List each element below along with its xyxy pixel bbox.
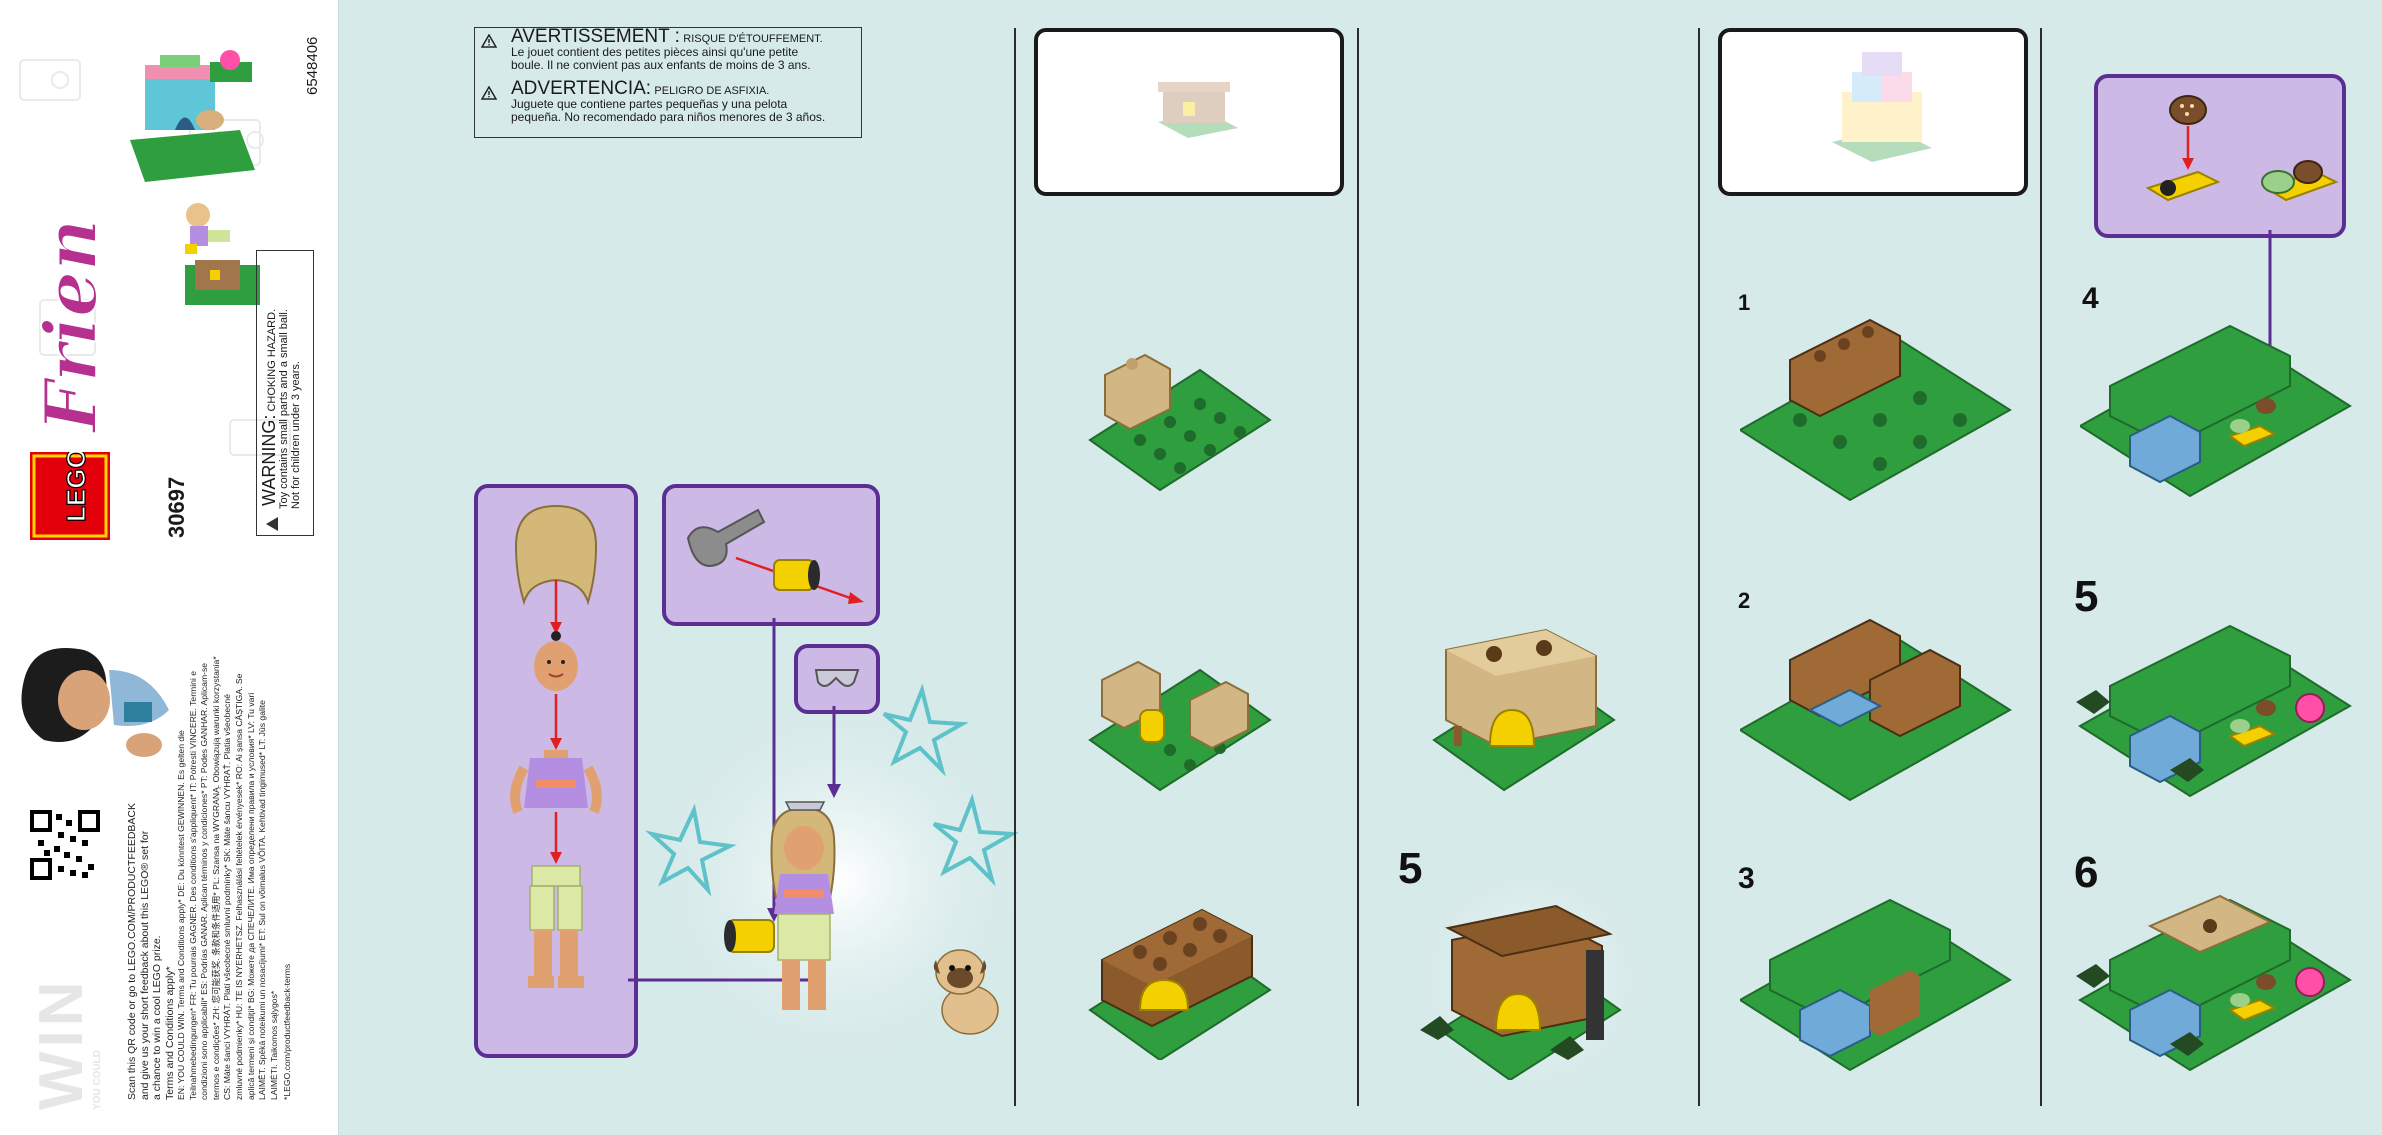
step-number-partial: 3 — [1738, 862, 1755, 895]
set-box-art — [90, 20, 270, 320]
warning-es-hazard: PELIGRO DE ASFIXIA. — [654, 85, 770, 97]
legal-line: zmluvné podmienky* HU: TE IS NYERHETSZ. … — [233, 673, 244, 1100]
warning-en-title: WARNING: — [259, 414, 279, 506]
overview-box-bench — [1034, 28, 1344, 196]
promo-win: WIN — [27, 977, 96, 1110]
character-illustration — [14, 640, 184, 770]
warning-triangle-icon — [481, 86, 497, 100]
purple-arrow-icon — [827, 706, 841, 798]
panel-divider — [2040, 28, 2042, 1106]
warning-en-line2: Not for children under 3 years. — [290, 361, 303, 509]
promo-scan-line4: Terms and Conditions apply* — [163, 966, 176, 1100]
warning-en-box: WARNING: CHOKING HAZARD. Toy contains sm… — [256, 250, 314, 536]
step-number-partial: 1 — [1738, 290, 1751, 315]
friends-logo: Friends — [30, 218, 110, 438]
warning-fr-line2: boule. Il ne convient pas aux enfants de… — [511, 58, 811, 72]
build-step-c2 — [1740, 618, 2012, 802]
warning-triangle-icon — [266, 517, 279, 531]
step-number-partial: 4 — [2082, 282, 2099, 315]
build-step-1 — [1088, 353, 1272, 492]
legal-line: CS: Máte šanci VYHRÁT. Platí všeobecné s… — [222, 694, 233, 1100]
build-step-3 — [1088, 908, 1272, 1060]
step-number-partial: 5 — [1398, 844, 1423, 893]
teal-star-icon — [932, 793, 1019, 887]
legal-line: condizioni sono applicabili* ES: Podrías… — [199, 662, 210, 1100]
sunglasses-callout — [794, 644, 880, 714]
friends-logo-text: Friends — [30, 218, 110, 434]
yarn-ball — [2295, 967, 2325, 997]
accessory-callout — [662, 484, 880, 626]
step-number-partial: 2 — [1738, 588, 1751, 613]
warning-es-line2: pequeña. No recomendado para niños menor… — [511, 110, 826, 124]
legal-line: termos e condições* ZH: 您可能获奖. 条款和条件适用* … — [210, 656, 221, 1100]
build-step-6 — [2076, 894, 2352, 1072]
lego-logo: LEGO — [30, 452, 110, 540]
legal-line: EN: YOU COULD WIN. Terms and Conditions … — [176, 730, 186, 1100]
warning-fr-title: AVERTISSEMENT : — [511, 26, 680, 47]
legal-line: LAIMĖTI. Taikomos sąlygos* — [268, 990, 279, 1100]
warning-fr-hazard: RISQUE D'ÉTOUFFEMENT. — [683, 33, 823, 45]
panel-divider — [1698, 28, 1700, 1106]
build-step-4a — [1432, 628, 1616, 792]
promo-you-could: YOU COULD — [92, 1050, 103, 1110]
qr-code-icon[interactable] — [30, 810, 100, 880]
warning-es-line1: Juguete que contiene partes pequeñas y u… — [511, 97, 788, 111]
figure-glow — [645, 683, 1020, 1070]
warning-es-title: ADVERTENCIA: — [511, 78, 652, 99]
panel-divider — [1357, 28, 1359, 1106]
build-step-d4 — [2080, 324, 2352, 498]
panel-divider — [1014, 28, 1016, 1106]
build-step-c3 — [1740, 898, 2012, 1072]
build-step-5 — [2076, 624, 2352, 798]
set-number: 30697 — [164, 476, 189, 538]
promo-scan-line3: a chance to win a cool LEGO prize. — [151, 935, 163, 1100]
overview-box-doghouse — [1718, 28, 2028, 196]
promo-legal-text: EN: YOU COULD WIN. Terms and Conditions … — [176, 656, 294, 1100]
legal-footnote: *LEGO.com/productfeedback-terms — [282, 963, 293, 1100]
minifig-parts-callout — [474, 484, 638, 1058]
warning-fr-es-box: AVERTISSEMENT : RISQUE D'ÉTOUFFEMENT. Le… — [474, 27, 862, 138]
promo-scan-line2: and give us your short feedback about th… — [138, 830, 151, 1100]
build-step-4b — [1410, 880, 1650, 1080]
step-number: 6 — [2074, 848, 2099, 897]
left-flap: Friends LEGO 30697 6548406 WARNING: CHOK… — [0, 0, 339, 1135]
build-step-2 — [1088, 660, 1272, 792]
teal-star-icon — [645, 803, 737, 897]
build-step-c1 — [1740, 318, 2012, 502]
warning-en-line1: Toy contains small parts and a small bal… — [278, 309, 291, 509]
teal-star-icon — [882, 683, 969, 777]
promo-scan-line1: Scan this QR code or go to LEGO.COM/PROD… — [126, 802, 138, 1100]
warning-fr-line1: Le jouet contient des petites pièces ain… — [511, 45, 799, 59]
pug-figure — [933, 949, 999, 1035]
lego-logo-text: LEGO — [61, 452, 91, 522]
step-number: 5 — [2074, 572, 2099, 621]
yarn-ball — [2295, 693, 2325, 723]
warning-triangle-icon — [481, 34, 497, 48]
promo-scan-text: Scan this QR code or go to LEGO.COM/PROD… — [126, 803, 176, 1100]
item-code: 6548406 — [304, 36, 321, 95]
assembled-minifigure — [724, 801, 836, 1010]
parts-callout-dogbowl — [2094, 74, 2346, 238]
legal-line: aplică termeni și condiții* BG: Можете д… — [245, 692, 256, 1100]
legal-line: Teilnahmebedingungen* FR: Tu pourrais GA… — [187, 671, 198, 1100]
legal-line: LAIMĒT. Spēkā noteikumi un nosacījumi* E… — [257, 700, 268, 1100]
warning-en-hazard: CHOKING HAZARD. — [266, 308, 278, 412]
